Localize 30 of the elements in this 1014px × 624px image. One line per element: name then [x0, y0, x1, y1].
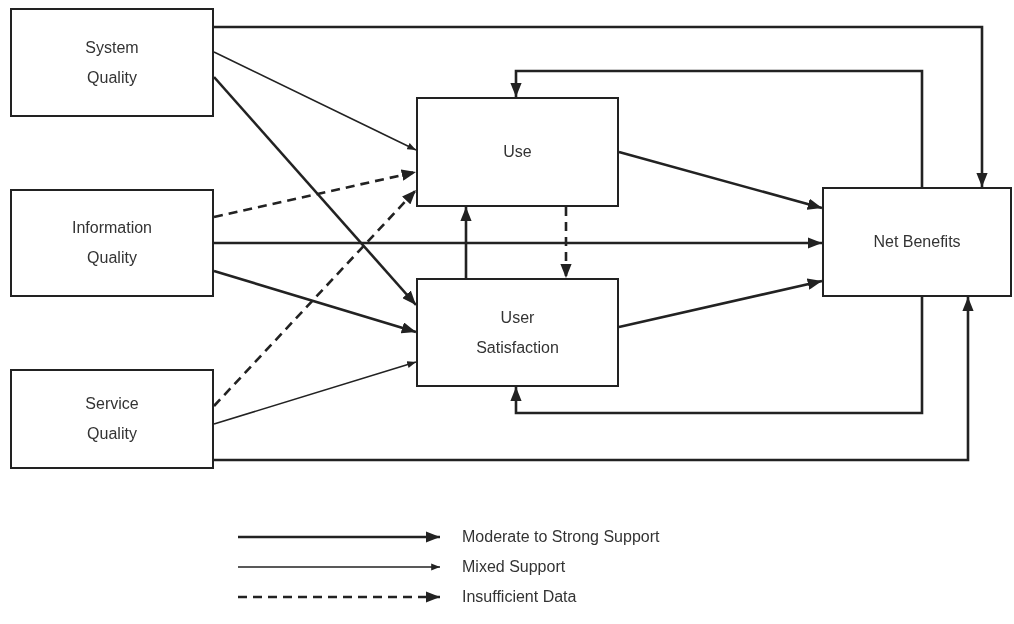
- box-label: Use: [502, 142, 533, 162]
- arrow: [213, 51, 417, 151]
- process-box: [10, 8, 214, 117]
- legend-label: Insufficient Data: [462, 587, 577, 607]
- arrow: [213, 76, 417, 306]
- arrow: [213, 189, 417, 407]
- arrow: [214, 297, 974, 462]
- box-label: Service Quality: [84, 394, 140, 444]
- legend-label: Mixed Support: [462, 557, 566, 577]
- arrow: [214, 25, 988, 187]
- arrow: [618, 278, 823, 329]
- legend-label: Moderate to Strong Support: [462, 527, 660, 547]
- process-box: [416, 278, 619, 387]
- arrow: [510, 297, 924, 415]
- box-label: Information Quality: [70, 218, 153, 268]
- arrow: [510, 69, 924, 187]
- arrow: [460, 207, 472, 278]
- process-box: [822, 187, 1012, 297]
- box-label: System Quality: [84, 37, 140, 88]
- arrow: [213, 169, 417, 219]
- process-box: [416, 97, 619, 207]
- box-label: User Satisfaction: [475, 307, 560, 358]
- arrow: [618, 150, 823, 210]
- process-box: [10, 369, 214, 469]
- arrow: [213, 269, 417, 334]
- box-label: Net Benefits: [872, 232, 962, 252]
- arrow: [213, 361, 417, 425]
- arrow: [214, 237, 822, 249]
- process-box: [10, 189, 214, 297]
- arrow: [560, 207, 572, 278]
